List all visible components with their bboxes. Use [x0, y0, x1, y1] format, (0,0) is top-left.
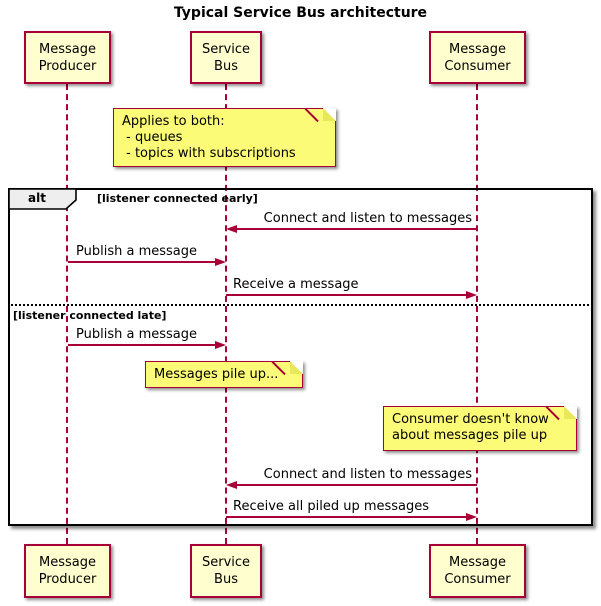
participant-label: Producer: [38, 572, 97, 587]
message-line: [236, 484, 477, 486]
participant-label: Bus: [214, 572, 238, 587]
message-line: [68, 261, 216, 263]
arrowhead-right-icon: [466, 513, 477, 521]
participant-service-bus-bottom: Service Bus: [190, 544, 262, 598]
message-label: Receive all piled up messages: [233, 499, 430, 514]
participant-label: Producer: [38, 58, 97, 74]
lifeline-message-consumer: [476, 84, 478, 544]
participant-label: Message: [449, 41, 506, 57]
lifeline-service-bus: [225, 84, 227, 544]
note-text: - topics with subscriptions: [122, 146, 296, 161]
alt-operator-pentagon-icon: [8, 188, 77, 210]
alt-else-divider: [8, 304, 593, 306]
message-label: Connect and listen to messages: [263, 211, 472, 226]
alt-frame: [8, 188, 593, 526]
diagram-title: Typical Service Bus architecture: [173, 5, 428, 21]
note-text: about messages pile up: [392, 428, 548, 443]
participant-label: Bus: [214, 58, 238, 74]
message-line: [226, 294, 467, 296]
participant-message-consumer-top: Message Consumer: [429, 31, 526, 84]
participant-label: Service: [201, 555, 251, 570]
arrowhead-right-icon: [215, 258, 226, 266]
message-label: Receive a message: [233, 277, 359, 292]
message-line: [226, 516, 467, 518]
alt-operator-label: alt: [28, 191, 46, 205]
note-text: Applies to both:: [122, 114, 225, 129]
note-text: Messages pile up...: [154, 367, 279, 382]
guard-listener-connected-early: [listener connected early]: [97, 192, 258, 205]
participant-service-bus-top: Service Bus: [190, 31, 262, 84]
note-text: Consumer doesn't know: [392, 412, 549, 427]
message-line: [236, 228, 477, 230]
participant-message-consumer-bottom: Message Consumer: [429, 544, 526, 598]
arrowhead-right-icon: [466, 291, 477, 299]
note-text: - queues: [122, 130, 183, 145]
participant-message-producer-bottom: Message Producer: [24, 544, 111, 598]
note-messages-pile-up: Messages pile up...: [145, 361, 303, 388]
arrowhead-left-icon: [226, 225, 237, 233]
participant-label: Service: [201, 41, 251, 57]
participant-label: Message: [449, 555, 506, 570]
participant-message-producer-top: Message Producer: [24, 31, 111, 84]
message-label: Connect and listen to messages: [263, 467, 472, 482]
arrowhead-right-icon: [215, 341, 226, 349]
message-label: Publish a message: [76, 327, 197, 342]
lifeline-message-producer: [66, 84, 68, 544]
participant-label: Message: [39, 41, 96, 57]
message-line: [68, 344, 216, 346]
participant-label: Message: [39, 555, 96, 570]
message-label: Publish a message: [76, 244, 197, 259]
arrowhead-left-icon: [226, 481, 237, 489]
participant-label: Consumer: [444, 58, 511, 74]
participant-label: Consumer: [444, 572, 511, 587]
note-consumer-doesnt-know: Consumer doesn't know about messages pil…: [383, 406, 577, 451]
note-applies-to-both: Applies to both: - queues - topics with …: [113, 108, 336, 167]
guard-listener-connected-late: [listener connected late]: [13, 309, 167, 322]
